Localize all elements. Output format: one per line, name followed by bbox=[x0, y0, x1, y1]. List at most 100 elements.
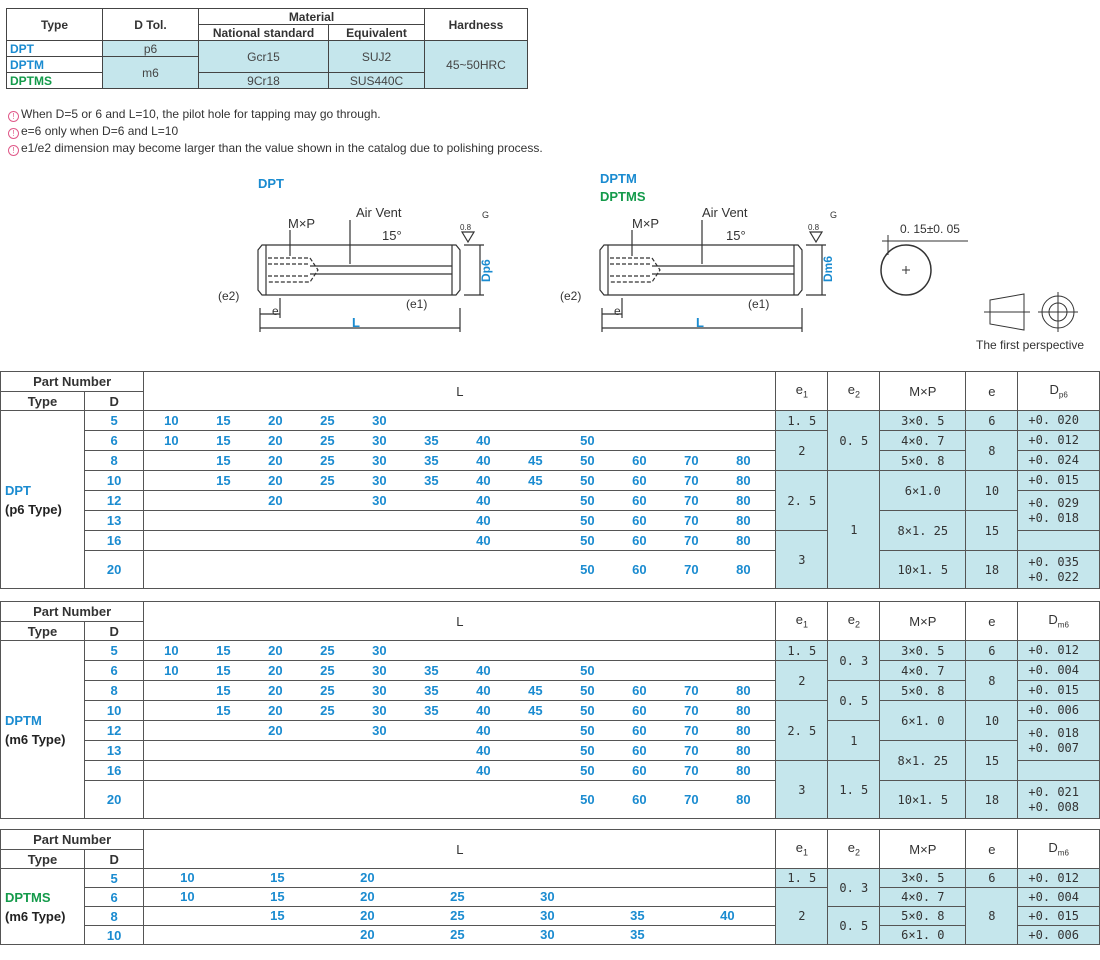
l-value: 80 bbox=[736, 743, 751, 758]
l-value: 20 bbox=[268, 703, 283, 718]
l-value: 30 bbox=[372, 643, 387, 658]
l-value: 60 bbox=[632, 513, 647, 528]
e2-header: e2 bbox=[827, 601, 881, 641]
l-value: 20 bbox=[268, 453, 283, 468]
type-header: Type bbox=[0, 849, 85, 869]
svg-text:L: L bbox=[696, 315, 704, 330]
type-header: Type bbox=[0, 391, 85, 411]
l-value: 60 bbox=[632, 743, 647, 758]
mxp-header: M×P bbox=[879, 371, 967, 411]
svg-text:L: L bbox=[352, 315, 360, 330]
l-value: 60 bbox=[632, 561, 647, 577]
dtol-header: Dm6 bbox=[1017, 829, 1100, 869]
l-value: 50 bbox=[580, 763, 595, 778]
l-value: 40 bbox=[476, 743, 491, 758]
caution-icon: ! bbox=[8, 111, 19, 122]
type-header: Type bbox=[0, 621, 85, 641]
l-value: 35 bbox=[424, 703, 439, 718]
l-value: 70 bbox=[684, 763, 699, 778]
hdr-type: Type bbox=[6, 8, 103, 41]
part-number-header: Part Number bbox=[0, 829, 145, 850]
l-value: 60 bbox=[632, 533, 647, 548]
mxp-header: M×P bbox=[879, 829, 967, 869]
l-value: 30 bbox=[540, 926, 555, 942]
l-value: 15 bbox=[216, 663, 231, 678]
l-value: 30 bbox=[372, 703, 387, 718]
l-value: 10 bbox=[164, 643, 179, 658]
section-circle-drawing: 0. 15±0. 05 bbox=[880, 222, 968, 296]
l-value: 25 bbox=[320, 453, 335, 468]
mat-sus: SUS440C bbox=[328, 72, 425, 89]
l-header: L bbox=[143, 601, 777, 641]
l-value: 40 bbox=[476, 473, 491, 488]
l-value: 20 bbox=[268, 473, 283, 488]
note: !e=6 only when D=6 and L=10 bbox=[8, 123, 543, 140]
mat-suj: SUJ2 bbox=[328, 40, 425, 73]
l-value: 30 bbox=[372, 433, 387, 448]
l-value: 35 bbox=[424, 663, 439, 678]
l-value: 30 bbox=[372, 663, 387, 678]
part-number-header: Part Number bbox=[0, 371, 145, 392]
d-header: D bbox=[83, 621, 145, 641]
l-value: 15 bbox=[270, 869, 285, 885]
l-value: 20 bbox=[360, 869, 375, 885]
l-value: 80 bbox=[736, 683, 751, 698]
d-value: 13 bbox=[83, 510, 145, 531]
l-value: 50 bbox=[580, 683, 595, 698]
dptm-table: Part Number L e1 e2 M×P e Dm6 Type D DPT… bbox=[0, 601, 1100, 819]
l-value: 20 bbox=[268, 723, 283, 738]
l-value: 45 bbox=[528, 473, 543, 488]
type-dpt: DPT bbox=[6, 40, 103, 57]
d-value: 10 bbox=[83, 925, 145, 945]
l-value: 80 bbox=[736, 533, 751, 548]
type-dptms: DPTMS bbox=[6, 72, 103, 89]
l-value: 30 bbox=[540, 888, 555, 904]
l-value: 40 bbox=[720, 907, 735, 923]
note: !e1/e2 dimension may become larger than … bbox=[8, 140, 543, 157]
hdr-equivalent: Equivalent bbox=[328, 24, 425, 41]
l-value: 20 bbox=[360, 888, 375, 904]
l-value: 40 bbox=[476, 493, 491, 508]
part-number-header: Part Number bbox=[0, 601, 145, 622]
svg-text:M×P: M×P bbox=[288, 216, 315, 231]
svg-text:Dm6: Dm6 bbox=[821, 256, 835, 282]
l-value: 25 bbox=[450, 888, 465, 904]
l-value: 70 bbox=[684, 561, 699, 577]
svg-text:0.8: 0.8 bbox=[808, 223, 820, 232]
l-value: 40 bbox=[476, 763, 491, 778]
svg-text:Air Vent: Air Vent bbox=[356, 205, 402, 220]
e1-header: e1 bbox=[775, 371, 829, 411]
e2-header: e2 bbox=[827, 371, 881, 411]
hdr-material: Material bbox=[198, 8, 425, 25]
l-value: 20 bbox=[268, 493, 283, 508]
l-value: 80 bbox=[736, 453, 751, 468]
d-value: 16 bbox=[83, 760, 145, 781]
l-value: 15 bbox=[216, 433, 231, 448]
l-value: 15 bbox=[216, 643, 231, 658]
mat-gcr: Gcr15 bbox=[198, 40, 329, 73]
dtol-header: Dp6 bbox=[1017, 371, 1100, 411]
d-value: 8 bbox=[83, 680, 145, 701]
svg-text:e: e bbox=[614, 304, 621, 318]
l-value: 40 bbox=[476, 433, 491, 448]
l-value: 50 bbox=[580, 743, 595, 758]
d-value: 6 bbox=[83, 430, 145, 451]
svg-text:15°: 15° bbox=[726, 228, 746, 243]
l-value: 25 bbox=[320, 473, 335, 488]
note: !When D=5 or 6 and L=10, the pilot hole … bbox=[8, 106, 543, 123]
l-value: 20 bbox=[360, 907, 375, 923]
l-value: 50 bbox=[580, 533, 595, 548]
e1-header: e1 bbox=[775, 829, 829, 869]
l-value: 70 bbox=[684, 513, 699, 528]
l-value: 50 bbox=[580, 723, 595, 738]
type-cell: DPTMS(m6 Type) bbox=[0, 868, 85, 945]
l-value: 25 bbox=[320, 433, 335, 448]
d-value: 6 bbox=[83, 887, 145, 907]
svg-text:Dp6: Dp6 bbox=[479, 259, 493, 282]
